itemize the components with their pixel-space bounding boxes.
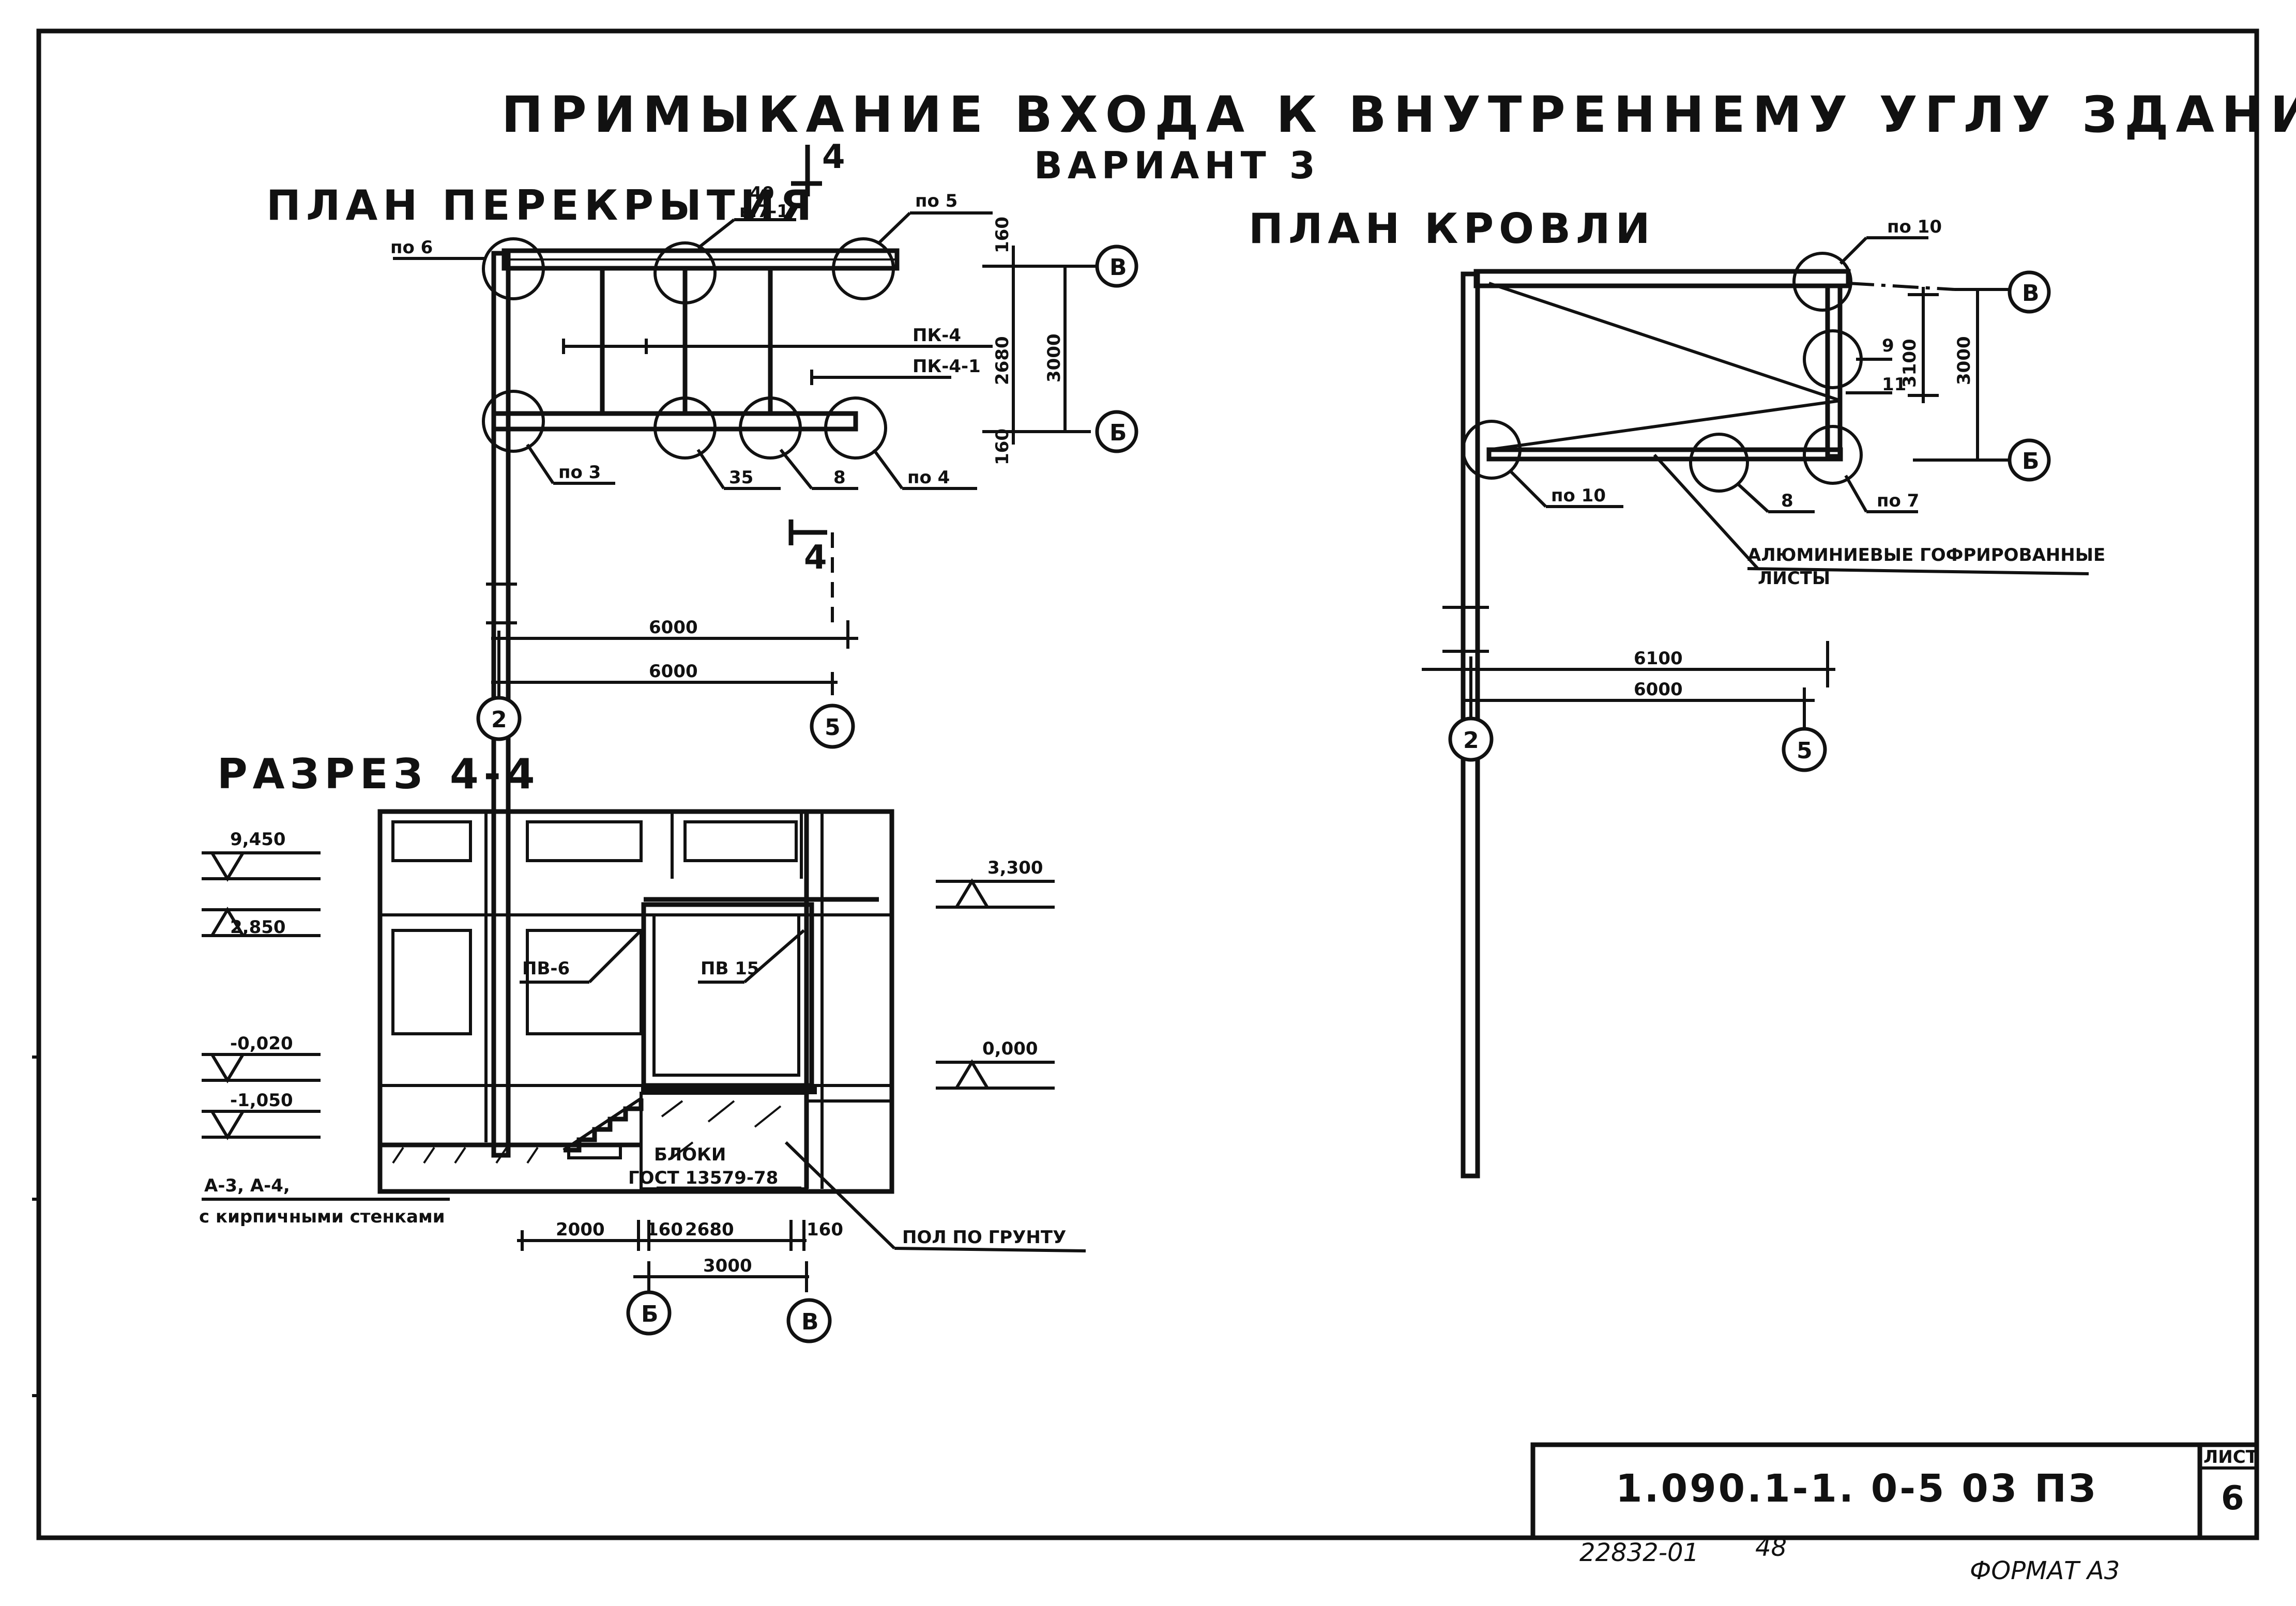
svg-text:8: 8 bbox=[1781, 491, 1793, 511]
svg-text:по 10: по 10 bbox=[1551, 485, 1606, 506]
axis-v-roof: В bbox=[2022, 280, 2040, 307]
svg-text:8: 8 bbox=[833, 467, 846, 488]
svg-text:-0,020: -0,020 bbox=[230, 1033, 293, 1054]
note-brick-walls: с кирпичными стенками bbox=[199, 1206, 445, 1227]
drawing-subtitle: ВАРИАНТ 3 bbox=[1034, 144, 1320, 187]
svg-text:3000: 3000 bbox=[1044, 333, 1065, 383]
stamp-code: 1.090.1-1. 0-5 03 ПЗ bbox=[1616, 1466, 2097, 1511]
label-pk4-1: ПК-4-1 bbox=[913, 356, 981, 377]
label-pk4: ПК-4 bbox=[913, 325, 961, 346]
svg-text:160: 160 bbox=[807, 1219, 843, 1240]
footer-num: 48 bbox=[1755, 1533, 1787, 1562]
axis-v-top: В bbox=[1109, 254, 1127, 281]
note-a3-a4: А-3, А-4, bbox=[204, 1175, 290, 1196]
svg-text:по 4: по 4 bbox=[907, 467, 950, 488]
axis-b-roof: Б bbox=[2022, 448, 2040, 475]
label-pv6: ПВ-6 bbox=[522, 958, 570, 979]
svg-text:2680: 2680 bbox=[685, 1219, 734, 1240]
svg-text:11: 11 bbox=[1882, 374, 1906, 395]
axis-b-section: Б bbox=[641, 1301, 659, 1327]
svg-text:40: 40 bbox=[750, 183, 774, 204]
axis-5-floor: 5 bbox=[825, 714, 841, 741]
title-block: 1.090.1-1. 0-5 03 ПЗ ЛИСТ 6 bbox=[1530, 1442, 2259, 1540]
svg-text:0,000: 0,000 bbox=[982, 1038, 1038, 1059]
svg-text:9: 9 bbox=[1882, 335, 1894, 356]
block-gost: ГОСТ 13579-78 bbox=[628, 1168, 778, 1188]
roof-note-line2: ЛИСТЫ bbox=[1758, 568, 1830, 589]
section-mark-top: 4 bbox=[822, 138, 845, 176]
axis-v-section: В bbox=[801, 1309, 819, 1335]
label-pv15: ПВ 15 bbox=[701, 958, 759, 979]
section-heading: РАЗРЕЗ bbox=[217, 750, 428, 798]
svg-text:2000: 2000 bbox=[556, 1219, 605, 1240]
roof-plan: ПЛАН КРОВЛИ по 10 9 11 по 10 8 по 7 АЛЮМ… bbox=[1249, 205, 2105, 1179]
svg-text:6000: 6000 bbox=[649, 661, 698, 682]
roof-plan-heading: ПЛАН КРОВЛИ bbox=[1249, 205, 1655, 253]
footer-inv: 22832-01 bbox=[1579, 1538, 1699, 1567]
section-heading-num: 4-4 bbox=[450, 750, 540, 798]
floor-plan-heading: ПЛАН ПЕРЕКРЫТИЯ bbox=[266, 181, 817, 230]
svg-text:в.7-1: в.7-1 bbox=[739, 201, 789, 222]
svg-text:6100: 6100 bbox=[1634, 648, 1683, 669]
levels-left: 9,450 2,850 -0,020 -1,050 bbox=[202, 829, 321, 1140]
footer-format: ФОРМАТ А3 bbox=[1970, 1556, 2120, 1585]
svg-text:по 7: по 7 bbox=[1877, 491, 1919, 511]
svg-text:160: 160 bbox=[992, 217, 1013, 253]
axis-b-top: Б bbox=[1109, 420, 1127, 446]
section-4-4: РАЗРЕЗ 4-4 bbox=[199, 750, 1086, 1343]
sheet-frame bbox=[36, 28, 2259, 1540]
svg-text:6000: 6000 bbox=[1634, 679, 1683, 700]
levels-right: 3,300 0,000 bbox=[936, 858, 1055, 1090]
svg-text:2680: 2680 bbox=[992, 336, 1013, 385]
svg-text:3,300: 3,300 bbox=[987, 858, 1043, 878]
svg-text:160: 160 bbox=[992, 429, 1013, 465]
svg-text:9,450: 9,450 bbox=[230, 829, 286, 850]
svg-text:160: 160 bbox=[646, 1219, 683, 1240]
svg-text:-1,050: -1,050 bbox=[230, 1090, 293, 1111]
svg-text:3000: 3000 bbox=[703, 1256, 752, 1276]
section-mark-bottom: 4 bbox=[804, 539, 827, 577]
axis-2-roof: 2 bbox=[1463, 727, 1479, 754]
roof-note-line1: АЛЮМИНИЕВЫЕ ГОФРИРОВАННЫЕ bbox=[1747, 545, 2105, 565]
svg-text:3100: 3100 bbox=[1899, 339, 1920, 388]
callout-po6: по 6 bbox=[390, 237, 433, 258]
floor-plan: ПЛАН ПЕРЕКРЫТИЯ 4 по 6 40 bbox=[266, 138, 1138, 1158]
note-floor-ground: ПОЛ ПО ГРУНТУ bbox=[902, 1227, 1066, 1248]
svg-text:по 10: по 10 bbox=[1887, 217, 1942, 237]
axis-5-roof: 5 bbox=[1797, 738, 1813, 764]
svg-text:по 5: по 5 bbox=[915, 191, 957, 211]
stamp-sheet-label: ЛИСТ bbox=[2203, 1447, 2258, 1467]
stamp-sheet-no: 6 bbox=[2221, 1479, 2244, 1518]
drawing-title: ПРИМЫКАНИЕ ВХОДА К ВНУТРЕННЕМУ УГЛУ ЗДАН… bbox=[501, 86, 2296, 144]
axis-2-floor: 2 bbox=[491, 707, 507, 733]
svg-text:6000: 6000 bbox=[649, 617, 698, 638]
svg-text:35: 35 bbox=[729, 467, 753, 488]
block-label: БЛОКИ bbox=[654, 1144, 726, 1165]
svg-text:3000: 3000 bbox=[1954, 336, 1974, 385]
svg-text:по 3: по 3 bbox=[558, 462, 601, 483]
